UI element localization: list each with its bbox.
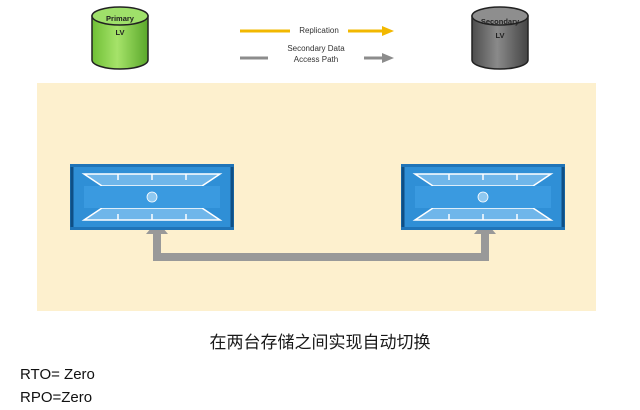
secondary-lv-label-line2: LV <box>495 31 505 40</box>
secondary-lv-cylinder: Secondary LV <box>468 4 532 74</box>
storage-logo-icon <box>146 191 158 203</box>
access-path-label-line1: Secondary Data <box>268 44 364 54</box>
storage-logo-icon <box>477 191 489 203</box>
rto-value: RTO= Zero <box>20 366 95 383</box>
secondary-storage-array <box>401 164 565 230</box>
primary-storage-array <box>70 164 234 230</box>
diagram-caption: 在两台存储之间实现自动切换 <box>209 333 431 353</box>
primary-lv-label-line1: Primary <box>106 14 134 23</box>
replication-label: Replication <box>290 26 348 36</box>
primary-lv-cylinder: Primary LV <box>88 4 152 74</box>
rpo-value: RPO=Zero <box>20 389 93 406</box>
access-path-label-line2: Access Path <box>268 55 364 65</box>
primary-lv-label-line2: LV <box>115 28 125 37</box>
secondary-lv-label-line1: Secondary <box>480 17 520 26</box>
